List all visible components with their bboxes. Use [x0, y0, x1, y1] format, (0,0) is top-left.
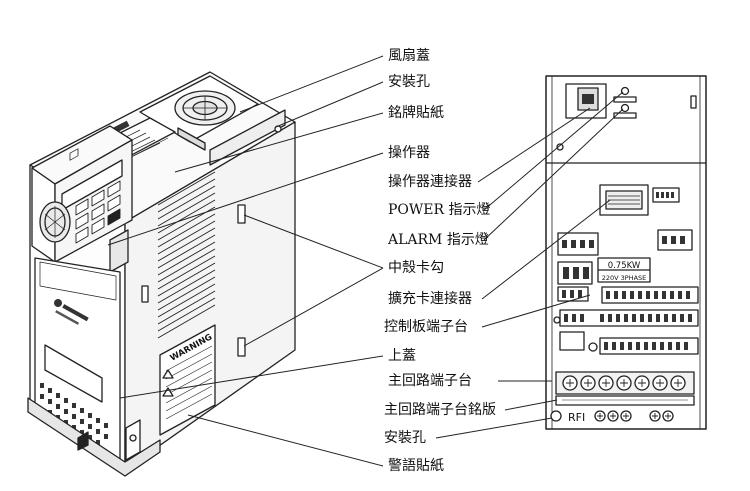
- brand-logo: [54, 299, 89, 325]
- side-clip-upper: [237, 204, 246, 224]
- power-led: [620, 86, 630, 96]
- label-keypad-connector: 操作器連接器: [388, 174, 472, 190]
- leader-clip-b: [243, 267, 384, 347]
- label-mounting-hole-bottom: 安裝孔: [384, 430, 426, 446]
- main-terminal-nameplate: [555, 395, 695, 406]
- leader-alarm-led: [483, 108, 624, 241]
- label-power-led: POWER 指示燈: [388, 202, 491, 218]
- label-warning-sticker: 警語貼紙: [388, 458, 444, 474]
- label-fan-cover: 風扇蓋: [388, 48, 430, 64]
- rating-kw: 0.75KW: [608, 261, 641, 271]
- leader-clip-a: [243, 214, 384, 269]
- label-top-cover: 上蓋: [388, 348, 416, 364]
- label-control-terminal: 控制板端子台: [384, 319, 468, 335]
- isometric-drive: WARNING: [27, 71, 296, 477]
- label-expansion-connector: 擴充卡連接器: [388, 291, 472, 307]
- label-main-terminal: 主回路端子台: [388, 373, 472, 389]
- base-plate: [27, 397, 161, 477]
- label-main-terminal-nameplate: 主回路端子台銘版: [384, 402, 496, 418]
- leader-control-terminal: [481, 294, 591, 328]
- leader-warning: [187, 414, 384, 467]
- leader-nameplate: [174, 112, 384, 173]
- side-clip-lower: [237, 337, 246, 357]
- mounting-foot: [125, 419, 141, 461]
- warning-sticker: [159, 324, 216, 436]
- leader-power-led: [483, 91, 624, 211]
- rating-phase: 220V 3PHASE: [602, 274, 647, 282]
- leader-keypad: [107, 152, 384, 246]
- label-alarm-led: ALARM 指示燈: [388, 232, 489, 248]
- label-keypad: 操作器: [388, 145, 430, 161]
- alarm-led: [620, 103, 630, 113]
- label-nameplate-sticker: 銘牌貼紙: [388, 105, 444, 121]
- leader-main-nameplate: [504, 399, 558, 411]
- leader-keypad-conn: [477, 107, 591, 183]
- front-window: [44, 344, 103, 403]
- side-vent-fins: [157, 171, 216, 339]
- leader-mount-hole-top: [275, 81, 384, 128]
- terminal-marks: RFI: [568, 411, 585, 424]
- mounting-hole-top: [274, 125, 282, 133]
- leader-lines: [107, 55, 624, 467]
- leader-mount-hole-bottom: [435, 417, 553, 439]
- control-terminal-row-3: [599, 337, 699, 355]
- mounting-hole-bottom: [550, 410, 562, 422]
- leader-fan-cover: [239, 55, 384, 113]
- front-view-drive: 0.75KW 220V 3PHASE: [545, 75, 707, 430]
- leader-top-cover: [119, 355, 384, 399]
- leader-expansion: [481, 199, 611, 300]
- label-mounting-hole-top: 安裝孔: [388, 74, 430, 90]
- label-mid-case-clip: 中殼卡勾: [388, 260, 444, 276]
